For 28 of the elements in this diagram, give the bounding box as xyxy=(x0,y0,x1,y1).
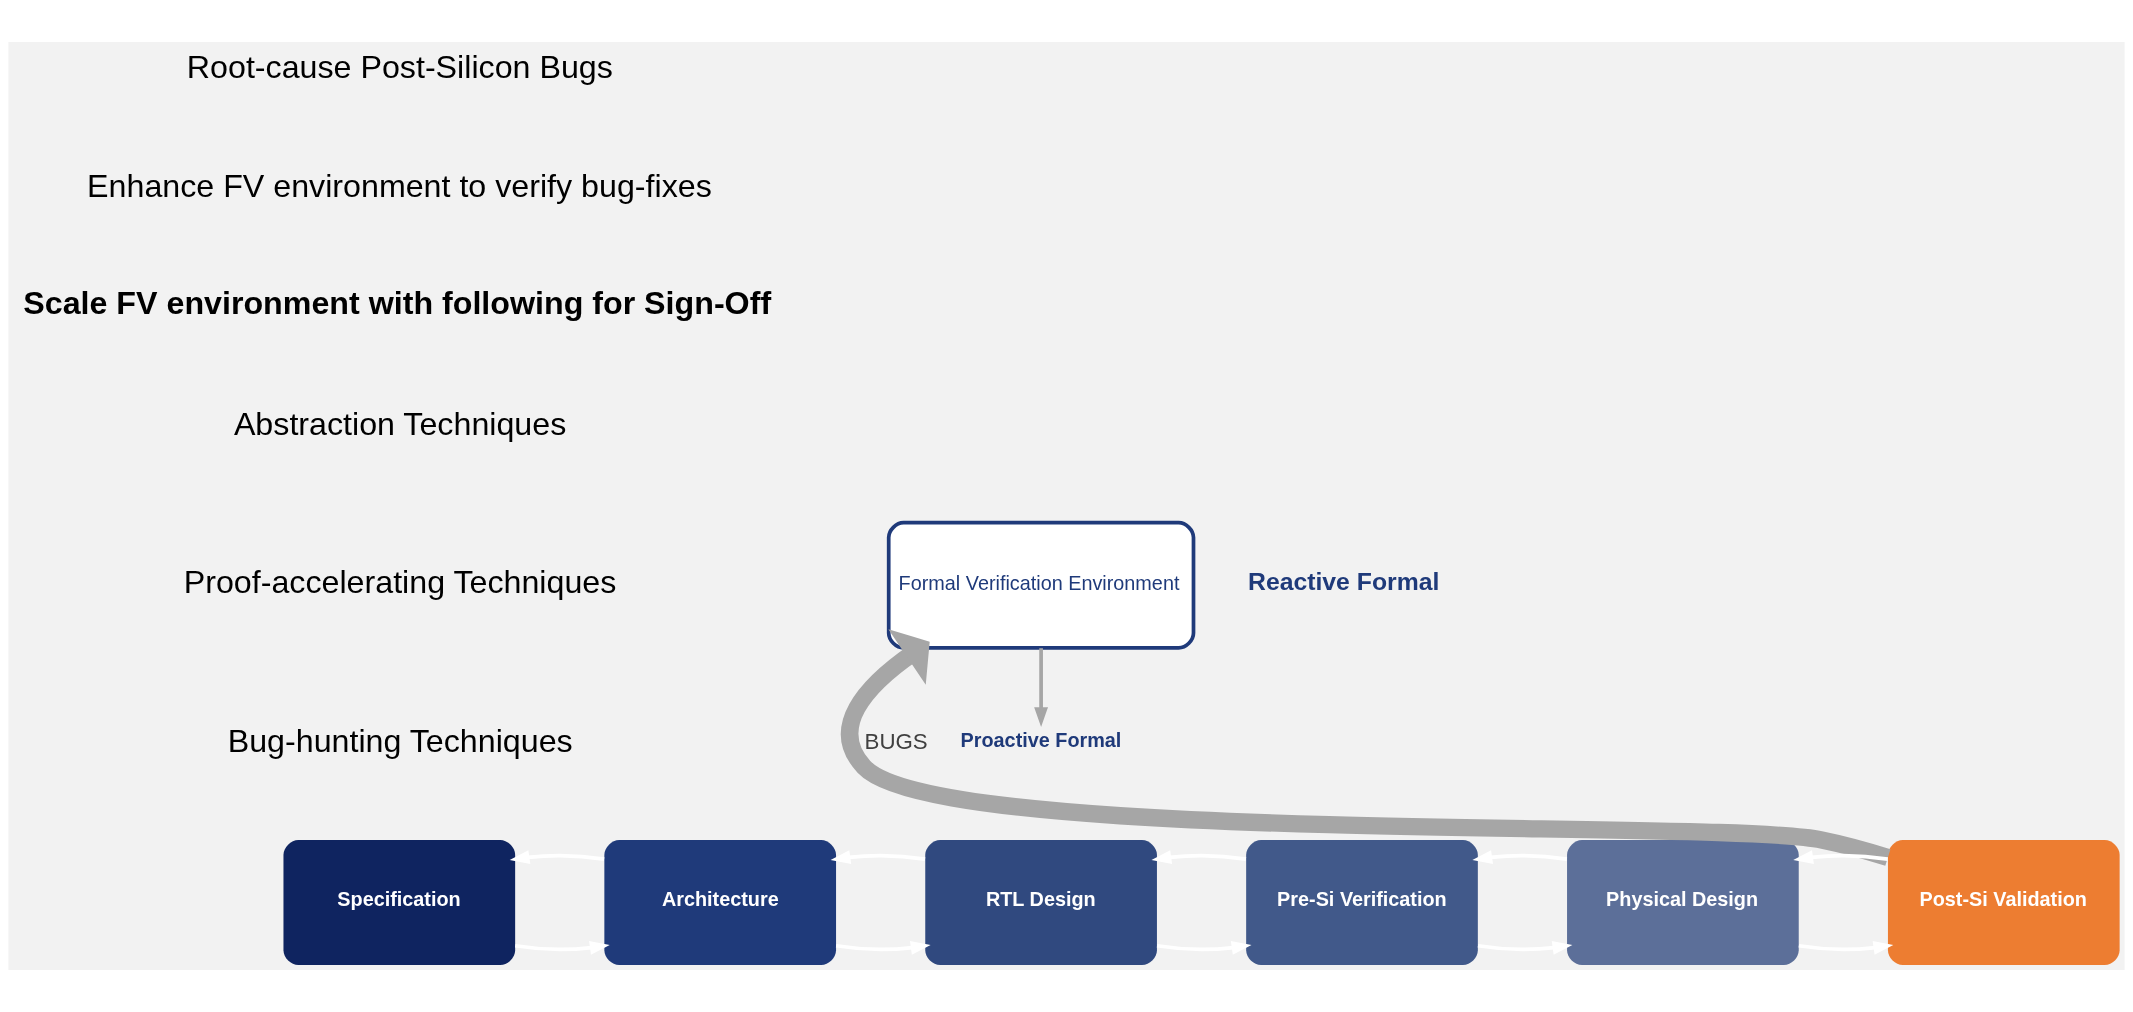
label: Enhance FV environment to verify bug-fixes xyxy=(87,167,712,204)
node-box: Post-Si Validation xyxy=(1887,839,2120,966)
node-text: Proactive Formal xyxy=(960,729,1122,752)
arrow xyxy=(830,850,926,865)
arrow xyxy=(1477,940,1573,955)
arrow xyxy=(1156,940,1252,955)
node-box: RTL Design xyxy=(925,839,1157,966)
arrow xyxy=(1151,850,1247,865)
arrow xyxy=(1034,648,1049,727)
edge-label: BUGS xyxy=(864,729,928,755)
node-box: Pre-Si Verification xyxy=(1246,839,1478,966)
label: Proof-accelerating Techniques xyxy=(183,564,617,601)
node-box: Architecture xyxy=(604,839,837,966)
node-box: Specification xyxy=(283,839,516,966)
arrow xyxy=(835,940,931,955)
arrow xyxy=(841,629,1891,866)
arrow xyxy=(514,940,610,955)
arrow xyxy=(509,850,605,865)
node-box: Physical Design xyxy=(1567,839,1799,966)
arrow xyxy=(1798,940,1894,955)
label: Reactive Formal xyxy=(1248,568,1440,596)
label: Bug-hunting Techniques xyxy=(227,722,573,759)
label: Root-cause Post-Silicon Bugs xyxy=(186,48,613,85)
label: Scale FV environment with following for Sign-Off xyxy=(23,285,772,322)
node-box: Formal Verification Environment xyxy=(886,520,1196,650)
arrow xyxy=(1793,850,1888,865)
label: Abstraction Techniques xyxy=(233,405,567,442)
arrow xyxy=(1472,850,1568,865)
